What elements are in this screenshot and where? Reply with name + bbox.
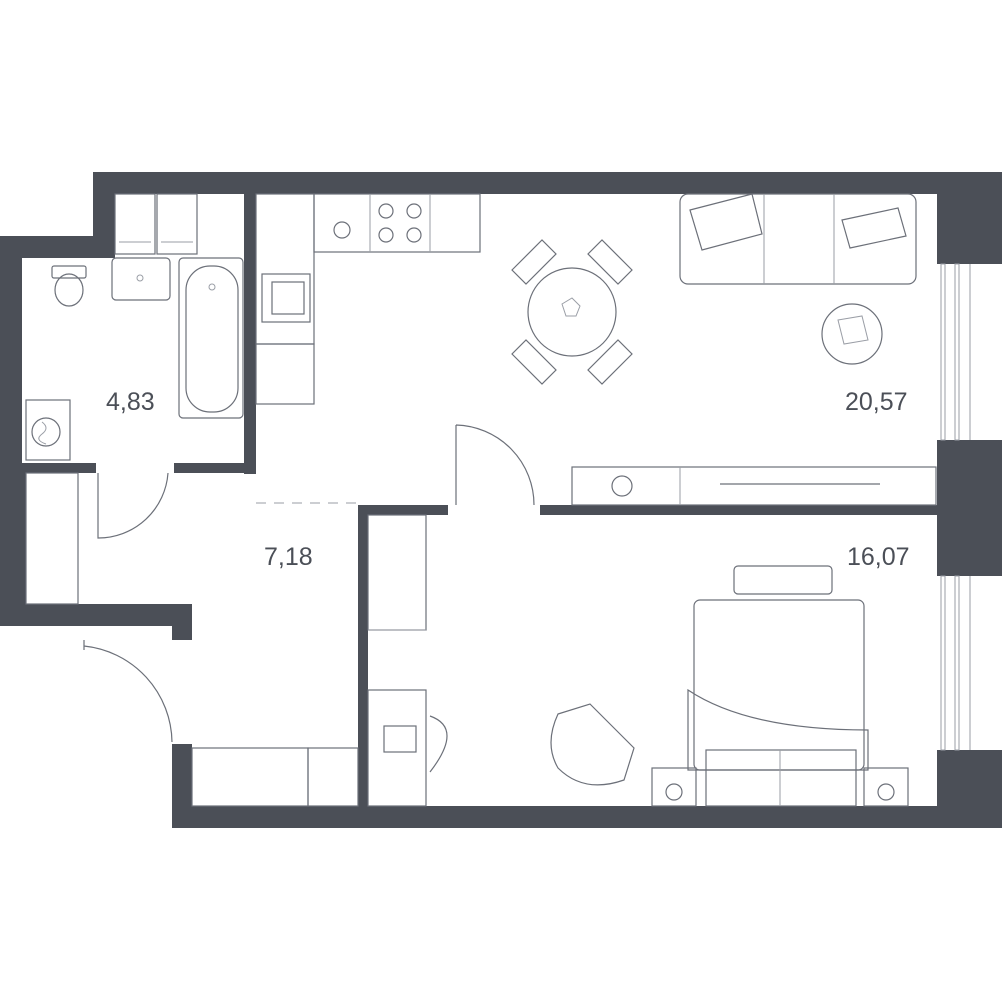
doors (83, 424, 535, 743)
walls (0, 172, 1002, 828)
windows (940, 263, 971, 751)
hallway-furniture (25, 472, 359, 807)
area-label-hallway: 7,18 (264, 543, 313, 571)
area-label-bedroom: 16,07 (847, 543, 910, 571)
area-label-bathroom: 4,83 (106, 388, 155, 416)
bathroom-fixtures (25, 193, 244, 461)
bedroom-furniture (367, 514, 909, 807)
area-label-kitchen-living: 20,57 (845, 388, 908, 416)
kitchen-fixtures (255, 193, 633, 405)
living-furniture (571, 193, 937, 506)
